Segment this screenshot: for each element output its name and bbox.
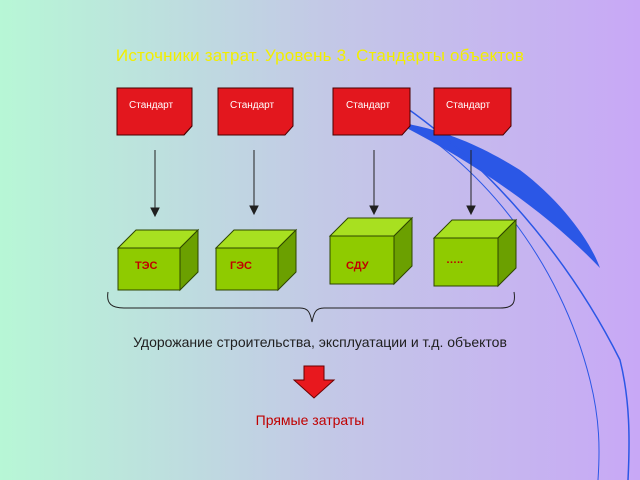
standard-label-3: Стандарт [346, 100, 391, 111]
object-cube-3 [328, 216, 414, 286]
decorative-swoosh [384, 99, 630, 480]
connector-arrow-2 [249, 150, 259, 216]
connector-arrow-4 [466, 150, 476, 216]
object-cube-1 [116, 228, 200, 292]
object-cube-4 [432, 218, 518, 288]
direct-costs-label: Прямые затраты [255, 412, 365, 428]
object-cube-2 [214, 228, 298, 292]
connector-arrow-1 [150, 150, 160, 218]
standard-label-4: Стандарт [446, 100, 491, 111]
object-label-sdu: СДУ [346, 260, 369, 272]
object-label-ges: ГЭС [230, 260, 253, 272]
standard-document-4 [433, 87, 512, 136]
standard-document-1 [116, 87, 193, 136]
object-label-other: ….. [446, 254, 464, 266]
standard-label-1: Стандарт [129, 100, 174, 111]
cost-increase-caption: Удорожание строительства, эксплуатации и… [133, 334, 507, 350]
object-label-tes: ТЭС [135, 260, 158, 272]
connector-arrow-3 [369, 150, 379, 216]
standard-document-3 [332, 87, 411, 136]
grouping-brace [107, 291, 515, 323]
standard-label-2: Стандарт [230, 100, 275, 111]
page-title: Источники затрат. Уровень 3. Стандарты о… [115, 46, 525, 65]
result-down-arrow [292, 365, 336, 399]
standard-document-2 [217, 87, 294, 136]
